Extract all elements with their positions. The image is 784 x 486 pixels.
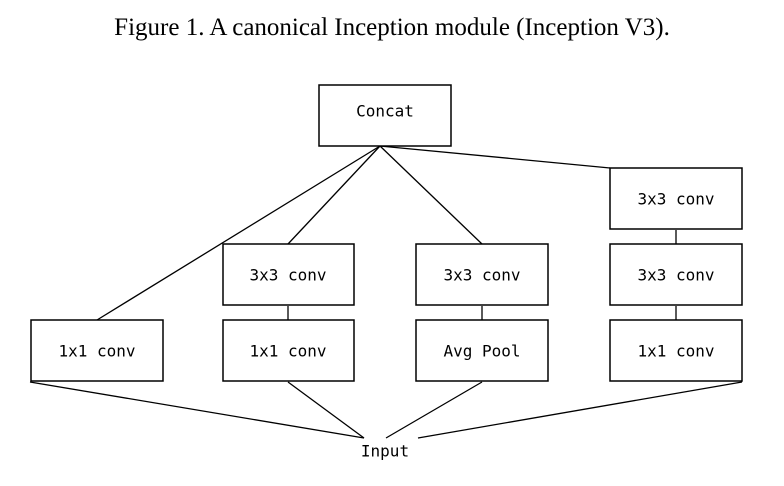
- edge-input-branch-3: [385, 381, 483, 439]
- layer-label: 3x3 conv: [443, 266, 520, 285]
- branch-4-layer-3: 1x1 conv: [609, 319, 743, 382]
- branch-1-layer-1: 1x1 conv: [30, 319, 164, 382]
- branch-2: 3x3 conv 1x1 conv: [222, 243, 355, 382]
- edge-concat-branch-3: [379, 145, 483, 245]
- layer-label: 3x3 conv: [637, 266, 714, 285]
- branch-1: 1x1 conv: [30, 319, 164, 382]
- branch-4-layer-1: 3x3 conv: [609, 167, 743, 230]
- layer-label: 3x3 conv: [249, 266, 326, 285]
- edge-concat-branch-1: [96, 145, 381, 321]
- layer-label: 1x1 conv: [637, 342, 714, 361]
- input-label: Input: [361, 442, 409, 461]
- branch-3: 3x3 conv Avg Pool: [415, 243, 549, 382]
- edge-concat-branch-4: [379, 145, 611, 169]
- edge-input-branch-4: [417, 381, 743, 439]
- figure-caption: Figure 1. A canonical Inception module (…: [114, 14, 670, 41]
- layer-label: Avg Pool: [443, 342, 520, 361]
- diagram-edges: [29, 145, 743, 439]
- branch-4-layer-2: 3x3 conv: [609, 243, 743, 306]
- edge-concat-branch-2: [287, 145, 381, 245]
- branch-4: 3x3 conv 3x3 conv 1x1 conv: [609, 167, 743, 382]
- branch-2-layer-2: 1x1 conv: [222, 319, 355, 382]
- branch-2-layer-1: 3x3 conv: [222, 243, 355, 306]
- branch-3-layer-1: 3x3 conv: [415, 243, 549, 306]
- concat-node: Concat: [318, 84, 452, 147]
- layer-label: 1x1 conv: [58, 342, 135, 361]
- concat-label: Concat: [356, 102, 414, 121]
- edge-input-branch-1: [29, 381, 365, 439]
- layer-label: 3x3 conv: [637, 190, 714, 209]
- branch-3-layer-2: Avg Pool: [415, 319, 549, 382]
- layer-label: 1x1 conv: [249, 342, 326, 361]
- edge-input-branch-2: [287, 381, 365, 439]
